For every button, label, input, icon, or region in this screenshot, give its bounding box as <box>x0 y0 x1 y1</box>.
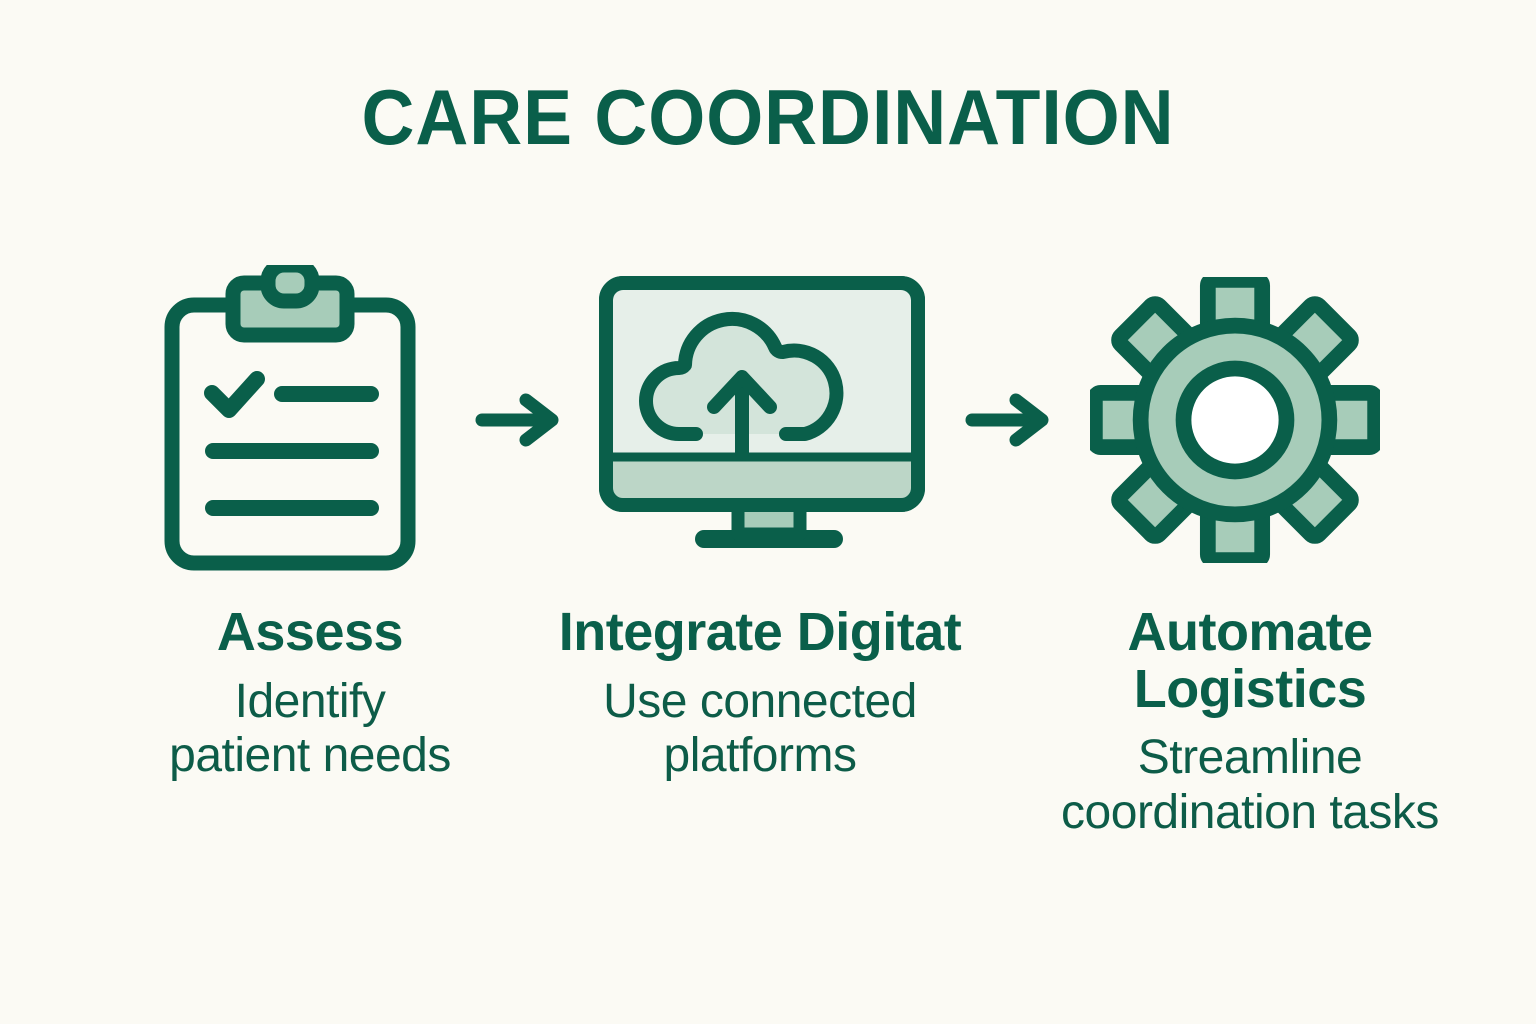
icon-slot-integrate <box>585 255 935 585</box>
step-title-automate: Automate Logistics <box>1127 602 1373 719</box>
connector-arrow-1 <box>460 255 580 585</box>
step-title-integrate: Integrate Digitat <box>558 602 962 662</box>
arrow-right-icon <box>965 393 1049 447</box>
icon-slot-automate <box>1065 255 1405 585</box>
step-title-assess: Assess <box>216 602 404 662</box>
monitor-cloud-upload-icon <box>599 276 925 548</box>
page-title: CARE COORDINATION <box>361 73 1175 161</box>
icon-slot-assess <box>120 255 460 585</box>
arrow-right-icon <box>475 393 559 447</box>
step-description-assess: Identify patient needs <box>169 674 451 783</box>
gear-icon <box>1090 277 1380 563</box>
step-column-integrate: Integrate Digitat Use connected platform… <box>520 604 1000 784</box>
clipboard-checklist-icon <box>164 265 416 571</box>
step-column-automate: Automate Logistics Streamline coordinati… <box>1030 604 1470 841</box>
connector-arrow-2 <box>950 255 1070 585</box>
step-description-automate: Streamline coordination tasks <box>1061 731 1439 840</box>
step-description-integrate: Use connected platforms <box>603 674 917 783</box>
icon-row <box>0 255 1536 585</box>
step-column-assess: Assess Identify patient needs <box>140 604 480 784</box>
